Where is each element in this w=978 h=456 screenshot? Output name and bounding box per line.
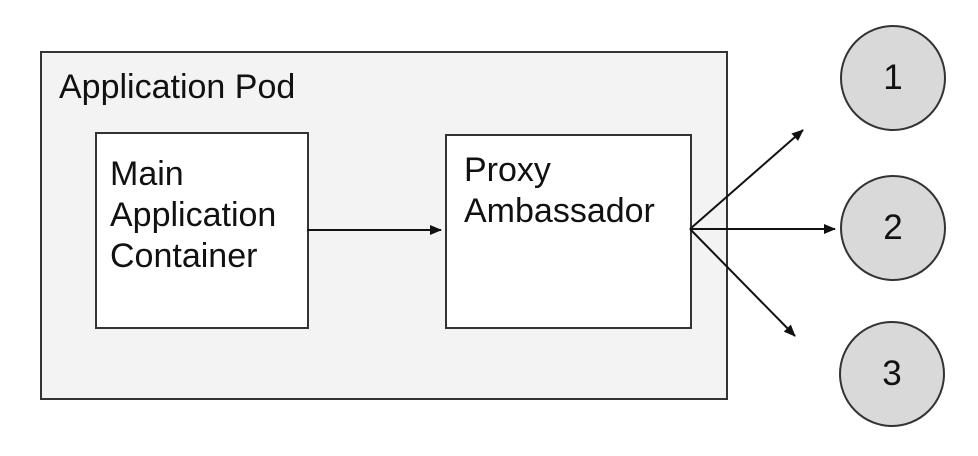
endpoint-3-label: 3 [882, 354, 902, 393]
endpoint-node-1: 1 [840, 25, 946, 131]
endpoint-node-3: 3 [839, 321, 945, 427]
proxy-ambassador-node: Proxy Ambassador [445, 134, 692, 329]
endpoint-2-label: 2 [883, 208, 903, 247]
endpoint-1-label: 1 [883, 58, 903, 97]
endpoint-node-2: 2 [840, 175, 946, 281]
main-application-container-label: Main Application Container [110, 155, 277, 275]
proxy-ambassador-label: Proxy Ambassador [464, 151, 655, 230]
application-pod-label: Application Pod [59, 68, 296, 106]
application-pod-box: Application Pod Main Application Contain… [40, 51, 728, 400]
main-application-container-node: Main Application Container [95, 132, 309, 329]
